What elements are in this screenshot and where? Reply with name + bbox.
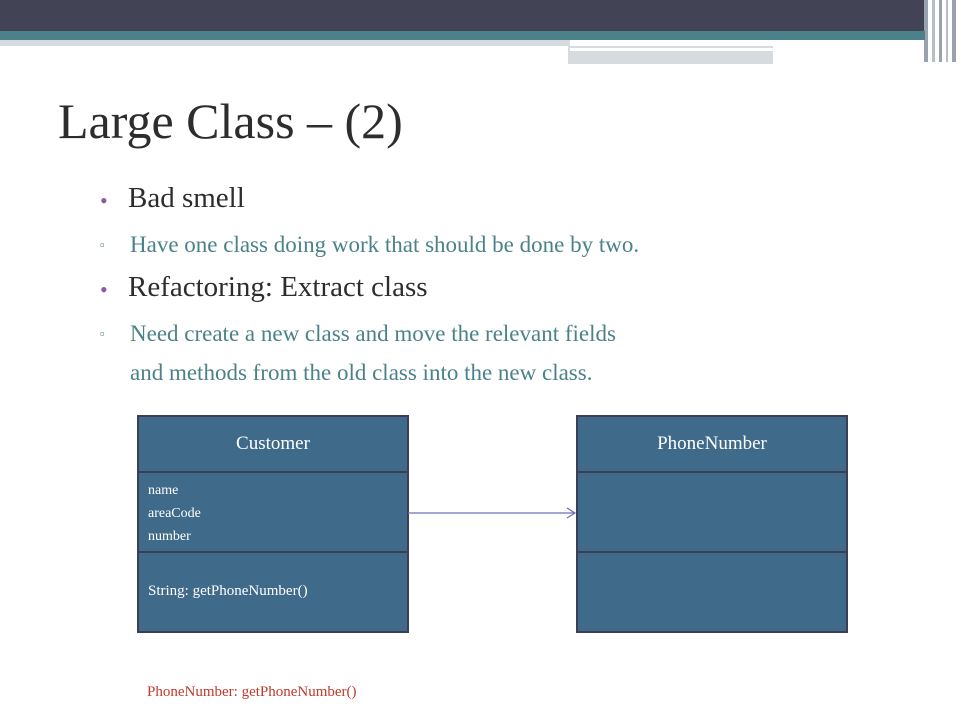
square-bullet-icon: ▫ (100, 326, 105, 341)
customer-class-box: Customer name areaCode number String: ge… (137, 415, 409, 633)
moved-operation-label: PhoneNumber: getPhoneNumber() (147, 684, 357, 700)
bullet-dot-icon: • (100, 188, 108, 213)
attribute-area-code: areaCode (148, 506, 201, 521)
operation-get-phone-number: String: getPhoneNumber() (148, 583, 308, 599)
phone-number-class-box: PhoneNumber (576, 415, 848, 633)
phone-number-attributes (578, 473, 846, 553)
phone-number-class-name: PhoneNumber (578, 417, 846, 473)
square-bullet-icon: ▫ (100, 237, 105, 252)
slide-title: Large Class – (2) (58, 93, 403, 149)
customer-operations: String: getPhoneNumber() (139, 553, 407, 631)
bullet-dot-icon: • (100, 277, 108, 302)
header-white-line (570, 48, 890, 51)
phone-number-operations (578, 553, 846, 631)
customer-class-name: Customer (139, 417, 407, 473)
header-gray-bar (0, 40, 570, 46)
association-arrow (408, 507, 577, 519)
header-teal-bar (0, 31, 925, 40)
attribute-name: name (148, 483, 179, 498)
attribute-number: number (148, 529, 191, 544)
customer-attributes: name areaCode number (139, 473, 407, 553)
header-dark-bar (0, 0, 960, 31)
header-vertical-lines (924, 0, 960, 62)
